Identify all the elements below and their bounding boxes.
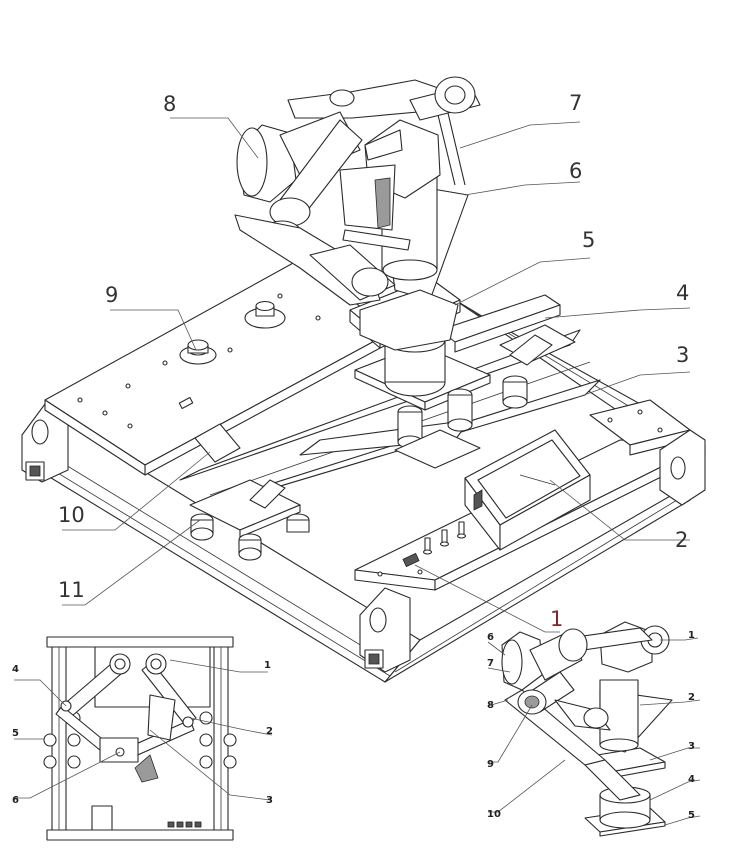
left-end-bracket — [21, 399, 69, 483]
top-label-4: 4 — [12, 664, 19, 675]
detail-label-7: 7 — [487, 658, 494, 669]
manipulator-arm — [234, 76, 481, 351]
top-label-1: 1 — [264, 660, 271, 671]
detail-label-4: 4 — [688, 774, 695, 785]
detail-label-10: 10 — [487, 809, 501, 820]
top-label-3: 3 — [266, 795, 273, 806]
top-label-6: 6 — [12, 795, 19, 806]
top-label-2: 2 — [266, 726, 273, 737]
main-assembly-view — [21, 76, 706, 683]
main-label-10: 10 — [58, 503, 85, 527]
main-label-7: 7 — [569, 91, 582, 115]
round-boss-9 — [179, 339, 217, 365]
centre-base-plate — [354, 327, 528, 469]
detail-label-1: 1 — [688, 630, 695, 641]
detail-label-5: 5 — [688, 810, 695, 821]
main-label-6: 6 — [569, 159, 582, 183]
front-end-bracket — [359, 587, 411, 673]
detail-label-8: 8 — [487, 700, 494, 711]
top-label-5: 5 — [12, 728, 19, 739]
main-view-callouts: 7 6 5 4 3 2 1 8 9 10 11 — [58, 91, 691, 633]
foot-pad-front — [189, 479, 310, 561]
detail-label-9: 9 — [487, 759, 494, 770]
main-label-1: 1 — [550, 607, 563, 631]
end-plate-bolts — [377, 409, 663, 577]
toggle-switches — [402, 521, 467, 568]
main-label-2: 2 — [675, 528, 688, 552]
detail-label-3: 3 — [688, 741, 695, 752]
main-label-8: 8 — [163, 92, 176, 116]
detail-label-2: 2 — [688, 692, 695, 703]
top-view-side-pads — [43, 711, 237, 769]
right-end-bracket — [659, 429, 706, 506]
detail-label-6: 6 — [487, 632, 494, 643]
main-label-3: 3 — [676, 343, 689, 367]
manipulator-detail-view: 1 2 3 4 5 6 7 8 9 10 — [487, 621, 701, 837]
main-label-5: 5 — [582, 228, 595, 252]
slide-rail — [439, 294, 576, 366]
main-label-4: 4 — [676, 281, 689, 305]
round-boss-upper — [244, 300, 286, 329]
main-label-9: 9 — [105, 283, 118, 307]
top-view: 1 2 3 4 5 6 — [12, 636, 273, 841]
main-label-11: 11 — [58, 578, 85, 602]
top-mounting-plate — [44, 261, 396, 476]
